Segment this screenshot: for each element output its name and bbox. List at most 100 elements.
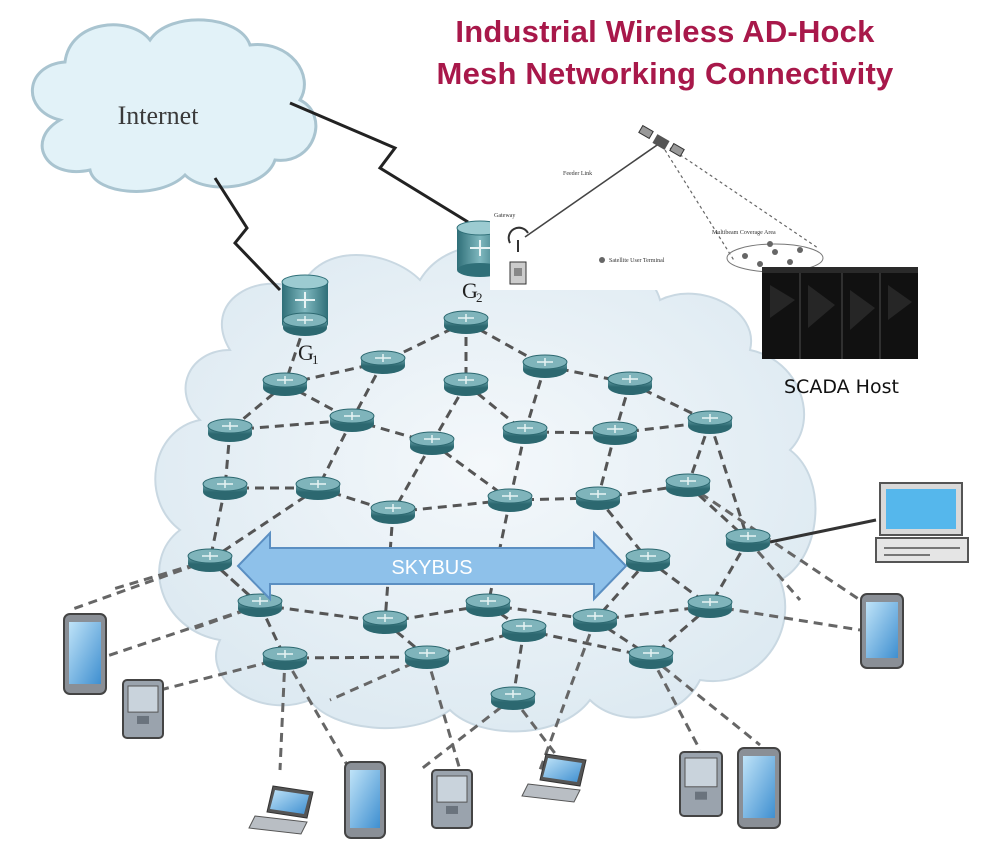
skybus-arrow: SKYBUS xyxy=(236,530,628,602)
gateway-g1-subscript: 1 xyxy=(312,352,319,367)
diagram-title-line2: Mesh Networking Connectivity xyxy=(436,56,894,91)
pda-icon xyxy=(122,679,164,739)
mesh-link xyxy=(383,511,395,623)
mesh-link xyxy=(508,431,527,501)
mesh-link xyxy=(523,365,547,433)
wan-link-g2 xyxy=(289,101,469,224)
device-link xyxy=(649,656,702,751)
mesh-link xyxy=(208,558,262,607)
gateway-g2-label: G xyxy=(462,278,478,303)
mesh-link xyxy=(594,618,652,659)
mesh-link xyxy=(391,442,434,513)
server-rack-icon xyxy=(762,267,918,359)
laptop-icon xyxy=(521,753,587,803)
device-link xyxy=(650,655,761,747)
router-icon xyxy=(501,618,547,642)
router-icon xyxy=(262,646,308,670)
mesh-routers xyxy=(187,310,771,710)
device-link xyxy=(283,657,352,771)
mesh-link xyxy=(316,419,354,489)
end-devices xyxy=(63,593,904,839)
device-link xyxy=(425,656,462,771)
gateway-g1-label: G xyxy=(298,340,314,365)
router-icon xyxy=(572,608,618,632)
router-icon xyxy=(187,548,233,572)
wan-links xyxy=(213,101,469,292)
router-icon xyxy=(404,645,450,669)
ground-gateway-icon xyxy=(507,226,529,285)
pda-icon xyxy=(431,769,473,829)
router-icon xyxy=(487,488,533,512)
satellite-icon xyxy=(638,124,685,158)
router-icon xyxy=(370,500,416,524)
mesh-link xyxy=(596,432,617,499)
mesh-link xyxy=(511,629,526,699)
device-link xyxy=(709,604,861,632)
mesh-link xyxy=(686,421,712,486)
device-link xyxy=(538,619,597,771)
router-icon xyxy=(282,312,328,336)
desktop-computer-icon xyxy=(875,482,969,563)
router-icon xyxy=(592,421,638,445)
router-icon xyxy=(625,548,671,572)
wan-link-g1 xyxy=(213,177,282,292)
router-icon xyxy=(607,371,653,395)
device-link xyxy=(687,483,861,602)
satellite-inset: Feeder Link Gateway Multibeam Coverage A… xyxy=(490,124,830,290)
router-icon xyxy=(725,528,771,552)
feeder-link-line xyxy=(524,142,661,238)
gateway-inset-label: Gateway xyxy=(494,213,515,219)
internet-cloud: Internet xyxy=(31,18,318,193)
router-icon xyxy=(329,408,375,432)
router-icon xyxy=(687,594,733,618)
user-terminal-icon xyxy=(599,241,803,267)
mesh-link xyxy=(284,655,428,660)
device-link xyxy=(189,603,261,632)
router-icon xyxy=(262,372,308,396)
router-icon xyxy=(465,593,511,617)
device-link xyxy=(746,539,802,601)
mesh-link xyxy=(208,487,227,561)
router-icon xyxy=(502,420,548,444)
router-icon xyxy=(443,372,489,396)
smartphone-icon xyxy=(63,613,107,695)
laptop-icon xyxy=(248,785,314,835)
mesh-link xyxy=(209,486,319,562)
router-icon xyxy=(409,431,455,455)
device-link xyxy=(278,657,287,771)
router-icon xyxy=(522,354,568,378)
device-link xyxy=(69,558,211,612)
mesh-link xyxy=(229,382,286,432)
router-icon xyxy=(443,310,489,334)
scada-host-label: SCADA Host xyxy=(784,376,899,398)
coverage-label: Multibeam Coverage Area xyxy=(712,230,776,236)
router-icon xyxy=(202,476,248,500)
feeder-link-label: Feeder Link xyxy=(563,171,592,177)
device-link xyxy=(511,697,562,761)
smartphone-icon xyxy=(860,593,904,669)
desktop-link xyxy=(769,518,877,544)
terminal-label: Satellite User Terminal xyxy=(609,258,665,264)
router-icon xyxy=(665,473,711,497)
router-icon xyxy=(360,350,406,374)
mesh-link xyxy=(350,361,385,421)
router-icon xyxy=(237,593,283,617)
router-icon xyxy=(295,476,341,500)
router-icon xyxy=(628,645,674,669)
beam-left xyxy=(664,149,736,263)
router-icon xyxy=(362,610,408,634)
diagram-title-line1: Industrial Wireless AD-Hock xyxy=(455,14,875,49)
skybus-label: SKYBUS xyxy=(391,557,472,579)
mesh-link xyxy=(708,421,750,541)
smartphone-icon xyxy=(344,761,386,839)
router-icon xyxy=(207,418,253,442)
smartphone-icon xyxy=(737,747,781,829)
router-icon xyxy=(490,686,536,710)
pda-icon xyxy=(679,751,723,817)
router-icon xyxy=(575,486,621,510)
mesh-link xyxy=(430,383,468,444)
device-link xyxy=(419,696,514,772)
gateway-g2-subscript: 2 xyxy=(476,290,483,305)
